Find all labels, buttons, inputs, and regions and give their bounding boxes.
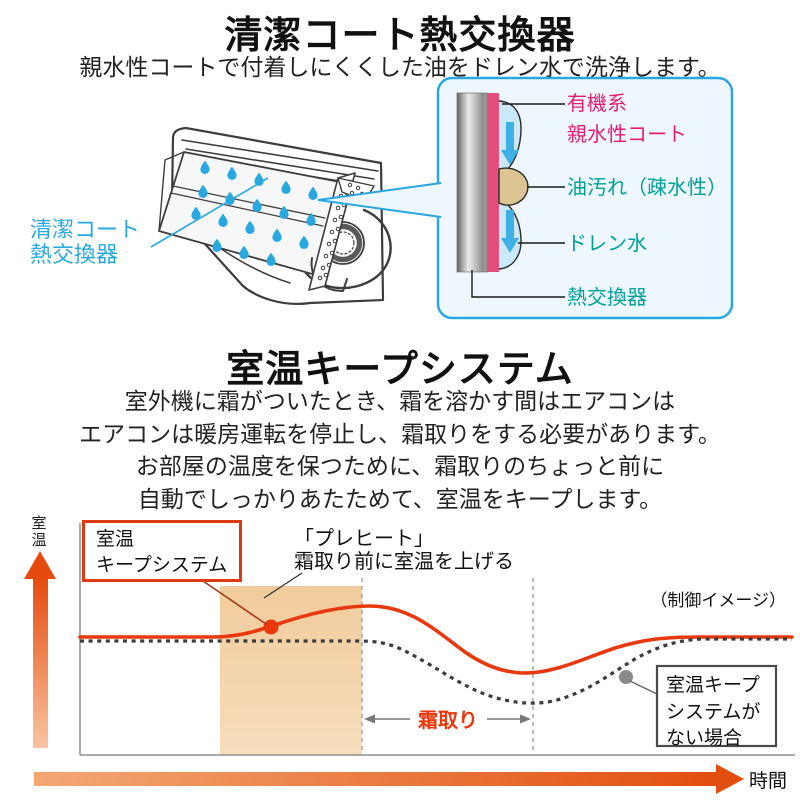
curve-marker-dot <box>263 619 279 635</box>
control-image-note: （制御イメージ） <box>650 591 786 610</box>
no-system-line3: ない場合 <box>666 727 742 749</box>
coat-label-line1: 有機系 <box>567 92 627 115</box>
ac-unit-drawing <box>158 126 392 305</box>
section2-title: 室温キープシステム <box>226 349 574 391</box>
unit-label-line1: 清潔コート <box>30 217 140 242</box>
coat-detail-panel: 有機系 親水性コート 油汚れ（疎水性） ドレン水 熱交換器 <box>317 76 734 320</box>
section2-paragraph: 室外機に霜がついたとき、霜を溶かす間はエアコンは エアコンは暖房運転を停止し、霜… <box>0 385 800 515</box>
keep-system-box: 室温 キープシステム <box>82 520 242 582</box>
keep-box-line2: キープシステム <box>96 554 227 576</box>
without-system-curve <box>80 637 792 705</box>
heat-exchanger-layer <box>456 92 488 273</box>
y-axis-label: 室温 <box>31 515 47 549</box>
defrost-annotation: 霜取り <box>364 709 531 732</box>
x-axis-label: 時間 <box>749 770 787 792</box>
leader-lines <box>471 103 565 298</box>
unit-label-line2: 熱交換器 <box>30 242 118 267</box>
no-system-box: 室温キープ システムが ない場合 <box>655 664 778 749</box>
preheat-line1: 「プレヒート」 <box>294 527 434 550</box>
hex-label: 熱交換器 <box>567 286 647 309</box>
oil-blob <box>498 167 529 206</box>
coat-label-line2: 親水性コート <box>567 123 687 146</box>
down-arrow-icons <box>501 122 519 253</box>
oil-label: 油汚れ（疎水性） <box>567 176 727 199</box>
paragraph-line: 自動でしっかりあたためて、室温をキープします。 <box>137 485 663 512</box>
preheat-line2: 霜取り前に室温を上げる <box>294 550 514 573</box>
defrost-label: 霜取り <box>418 709 478 732</box>
preheat-region <box>220 586 362 755</box>
keep-box-pointer <box>202 580 267 625</box>
y-axis-up-arrow-icon <box>24 551 56 748</box>
bubble-tail <box>318 183 441 217</box>
no-system-line1: 室温キープ <box>666 674 760 696</box>
no-system-pointer <box>629 680 660 696</box>
clean-coat-illustration: 清潔コート 熱交換器 有機系 親水性コート 油汚 <box>30 76 734 320</box>
temperature-chart: 室温 キープシステム 「プレヒート」 霜取り前に室温を上げる （制御イメージ） … <box>24 520 795 794</box>
axes <box>79 523 795 756</box>
hydrophilic-coat-layer <box>487 93 499 272</box>
section1-title: 清潔コート熱交換器 <box>224 15 576 57</box>
unit-label-pointer <box>150 177 269 248</box>
preheat-pointer <box>263 572 303 599</box>
no-system-line2: システムが <box>666 701 760 723</box>
keep-box-line1: 室温 <box>96 528 134 550</box>
paragraph-line: エアコンは暖房運転を停止し、霜取りをする必要があります。 <box>79 420 721 447</box>
drain-label: ドレン水 <box>567 232 647 255</box>
time-axis-right-arrow-icon <box>34 764 744 794</box>
paragraph-line: お部屋の温度を保つために、霜取りのちょっと前に <box>135 453 665 479</box>
drain-water-shape <box>499 101 521 269</box>
paragraph-line: 室外機に霜がついたとき、霜を溶かす間はエアコンは <box>124 388 676 414</box>
defrost-boundaries <box>361 578 534 755</box>
section1-subtitle: 親水性コートで付着しにくくした油をドレン水で洗浄します。 <box>79 54 721 80</box>
no-system-marker-dot <box>619 670 633 684</box>
